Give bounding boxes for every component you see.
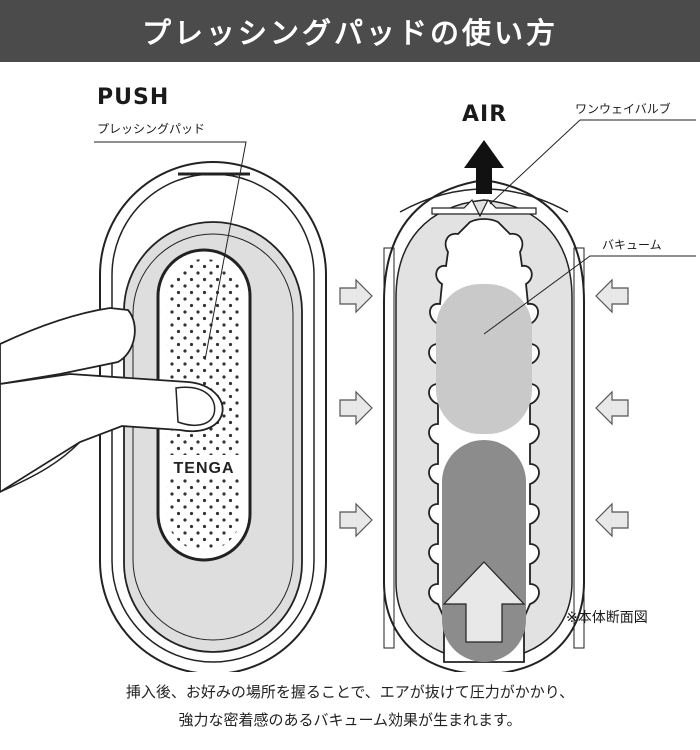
inserted-region	[442, 440, 526, 662]
cross-section	[383, 178, 585, 672]
pad-leader-line	[94, 141, 247, 361]
caption-line-2: 強力な密着感のあるバキューム効果が生まれます。	[178, 711, 522, 729]
page-title: プレッシングパッドの使い方	[141, 16, 558, 50]
pressing-pad-label: プレッシングパッド	[97, 122, 206, 136]
pressure-arrow-icon	[595, 502, 629, 538]
vacuum-label: バキューム	[602, 238, 662, 252]
illustration-area: TENGA	[0, 62, 700, 672]
usage-caption: 挿入後、お好みの場所を握ることで、エアが抜けて圧力がかかり、 強力な密着感のある…	[0, 678, 700, 734]
cross-section-note: ※本体断面図	[566, 610, 648, 626]
pressure-arrow-icon	[595, 390, 629, 426]
hand-illustration	[0, 307, 224, 494]
tenga-logo: TENGA	[166, 455, 242, 479]
air-label: AIR	[462, 102, 508, 127]
usage-diagram: TENGA	[0, 119, 696, 672]
pressure-arrow-icon	[339, 278, 373, 314]
pressure-arrows-right	[595, 278, 629, 538]
pressure-arrow-icon	[339, 502, 373, 538]
push-label: PUSH	[97, 85, 170, 110]
header-bar: プレッシングパッドの使い方	[0, 0, 700, 62]
pressure-arrow-icon	[595, 278, 629, 314]
pressure-arrow-icon	[339, 390, 373, 426]
vacuum-leader-line	[483, 255, 696, 335]
svg-text:TENGA: TENGA	[174, 460, 235, 477]
caption-line-1: 挿入後、お好みの場所を握ることで、エアが抜けて圧力がかかり、	[125, 683, 575, 701]
air-arrow-icon	[464, 140, 504, 194]
vacuum-region	[436, 284, 532, 434]
valve-leader-line	[489, 119, 696, 205]
pressure-arrows-left	[339, 278, 373, 538]
one-way-valve-label: ワンウェイバルブ	[575, 102, 671, 116]
insert-arrow-icon	[442, 561, 526, 643]
